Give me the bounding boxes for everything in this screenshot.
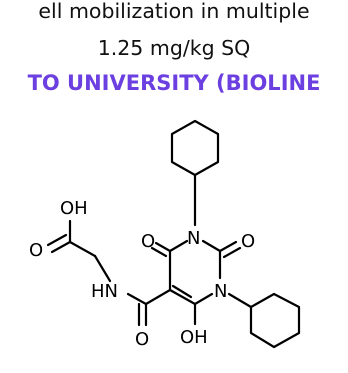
atom-label-hn: HN bbox=[91, 281, 118, 302]
cyclohexane-top-ring bbox=[170, 119, 220, 177]
bond-n-top-c2 bbox=[201, 239, 222, 253]
bond-cooh-o bbox=[50, 240, 72, 254]
bond-n-mid-c6 bbox=[193, 292, 214, 306]
bond-ch2-cooh bbox=[68, 240, 97, 258]
atom-label-n-top: N bbox=[187, 228, 200, 249]
bond-c4-o bbox=[154, 241, 172, 253]
bond-c4-n-top bbox=[168, 239, 189, 253]
cyclohexane-right-ring bbox=[249, 292, 301, 349]
bond-amide-c-nh bbox=[126, 292, 148, 306]
bond-c4-o-double bbox=[150, 246, 168, 258]
bond-cooh-o-double bbox=[46, 233, 68, 247]
header-line-1: ell mobilization in multiple bbox=[38, 0, 310, 23]
atom-label-oh-top: OH bbox=[60, 198, 88, 219]
atom-label-n-mid: N bbox=[214, 281, 227, 302]
header-line-3: TO UNIVERSITY (BIOLINE bbox=[27, 71, 321, 95]
header-line-2: 1.25 mg/kg SQ bbox=[97, 36, 251, 60]
bond-c6-c5 bbox=[168, 288, 197, 306]
atom-label-o-acid: O bbox=[29, 240, 43, 261]
atom-label-oh-bottom: OH bbox=[180, 327, 208, 348]
bond-c5-amide-c bbox=[144, 288, 172, 306]
atom-label-o-amide: O bbox=[135, 329, 149, 350]
bond-c2-o-double bbox=[222, 246, 242, 259]
bond-c6-c5-double bbox=[171, 284, 193, 299]
atom-label-o-c4: O bbox=[141, 231, 155, 252]
bond-nh-ch2 bbox=[93, 254, 112, 283]
bond-c2-o bbox=[218, 240, 238, 253]
atom-label-o-c2: O bbox=[241, 231, 255, 252]
bond-n-mid-cyclohexyl bbox=[227, 292, 253, 309]
